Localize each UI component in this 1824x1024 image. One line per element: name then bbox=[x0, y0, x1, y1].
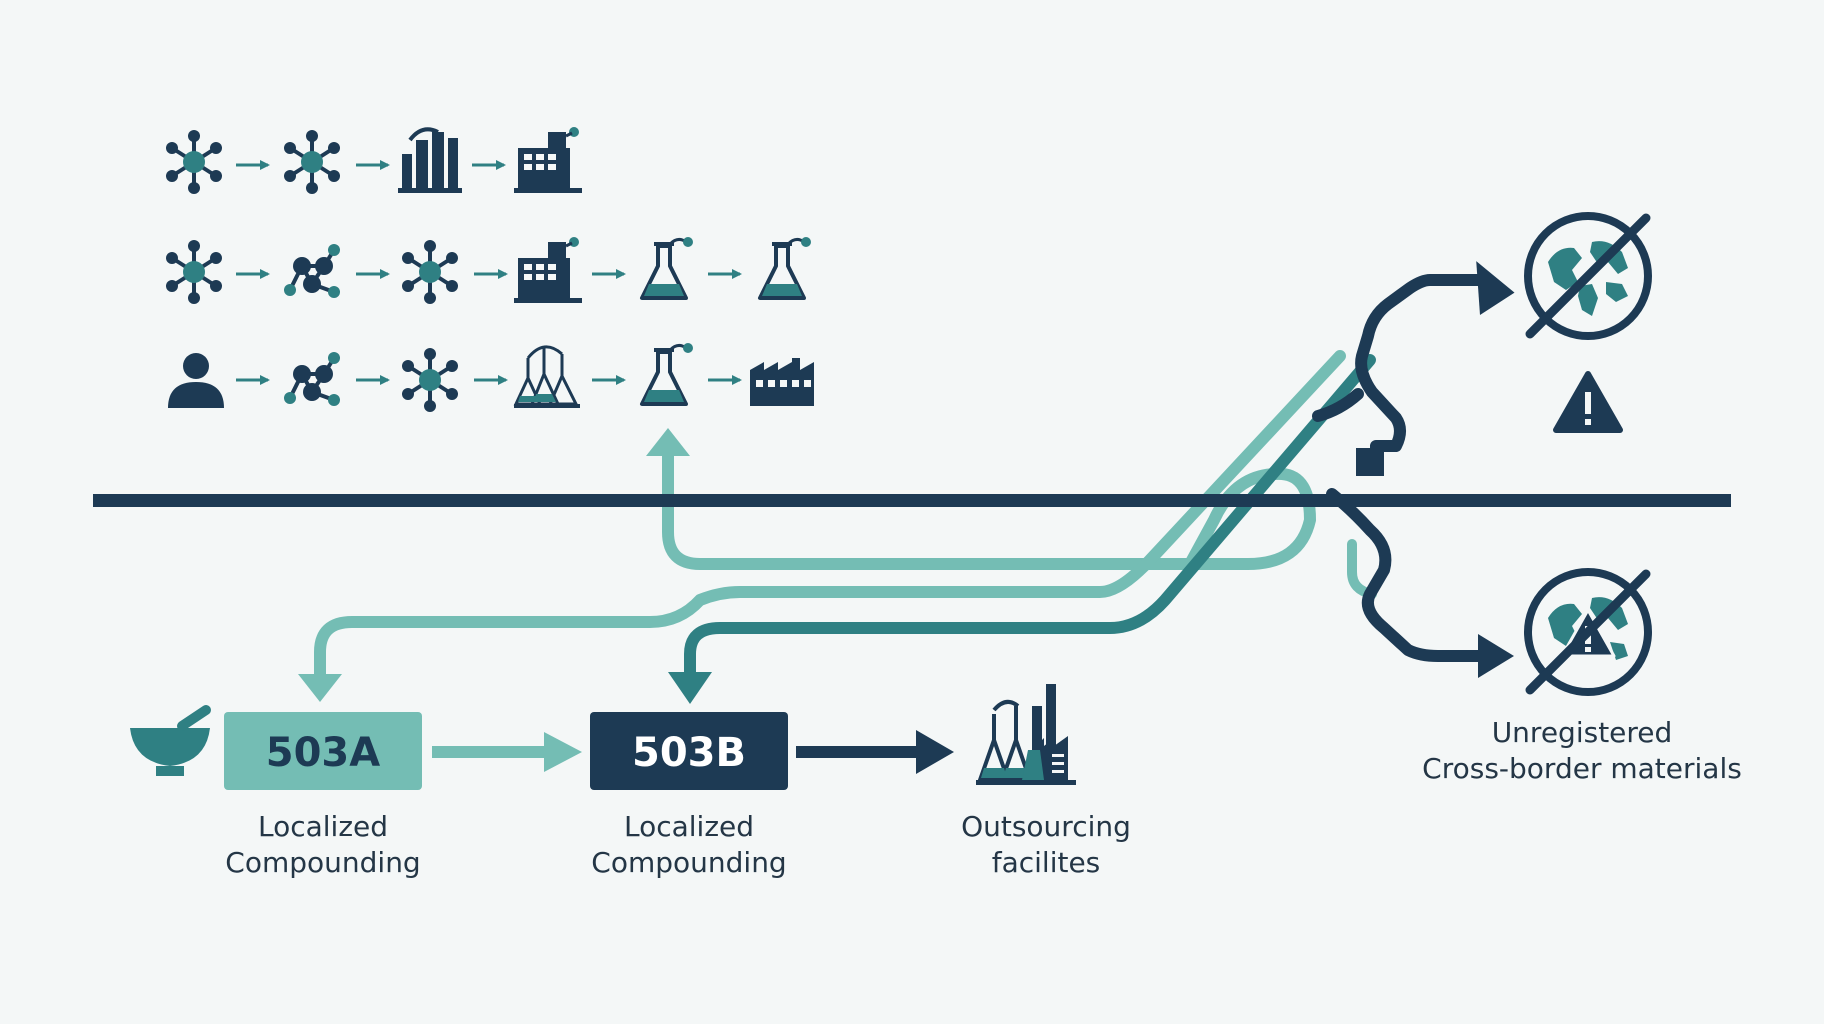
503a-caption-line-1: Localized bbox=[258, 810, 388, 843]
factory-icon bbox=[512, 235, 584, 305]
factory-icon bbox=[750, 358, 814, 406]
outsourcing-caption-line-2: facilites bbox=[992, 846, 1101, 879]
molecule-cluster-icon bbox=[282, 242, 342, 300]
pathway-row-1 bbox=[164, 125, 584, 196]
outsourcing-facility-icon bbox=[976, 684, 1076, 785]
teal-flow-503b bbox=[684, 354, 1376, 682]
lab-flask-icon bbox=[758, 235, 813, 300]
arrowhead-503b-to-outsourcing bbox=[916, 730, 954, 774]
navy-arrowhead-bottom bbox=[1478, 634, 1514, 678]
regulatory-boundary-line bbox=[93, 494, 1731, 507]
navy-arrowhead-top bbox=[1476, 261, 1515, 316]
molecule-icon bbox=[164, 238, 224, 306]
navy-flow-bottom bbox=[1326, 488, 1488, 662]
unregistered-caption-line-1: Unregistered bbox=[1492, 716, 1673, 749]
mint-flow-503a bbox=[314, 350, 1346, 684]
503a-box bbox=[224, 712, 422, 790]
navy-flow-top bbox=[1355, 274, 1488, 470]
mortar-pestle-icon bbox=[130, 705, 211, 776]
globe-prohibited-icon bbox=[1524, 212, 1652, 340]
lab-flask-icon bbox=[640, 341, 695, 406]
mint-flow-up bbox=[662, 442, 1316, 570]
outsourcing-caption-line-1: Outsourcing bbox=[961, 810, 1131, 843]
pathway-row-3 bbox=[168, 341, 814, 414]
person-icon bbox=[168, 353, 224, 408]
503b-label: 503B bbox=[632, 730, 746, 776]
globe-warning-prohibited-icon bbox=[1524, 568, 1652, 696]
navy-flow-top-branch bbox=[1312, 388, 1364, 422]
warning-icon bbox=[1553, 371, 1623, 433]
pathway-row-2 bbox=[164, 235, 813, 306]
503b-box bbox=[590, 712, 788, 790]
arrowhead-503a-to-503b bbox=[544, 732, 582, 772]
503a-caption-line-2: Compounding bbox=[225, 846, 420, 879]
flow-junction bbox=[1356, 448, 1384, 476]
503a-label: 503A bbox=[266, 730, 380, 776]
molecule-icon bbox=[400, 238, 460, 306]
mint-arrowhead-503a bbox=[298, 674, 342, 702]
mint-arrowhead-up bbox=[646, 428, 690, 456]
503b-caption-line-1: Localized bbox=[624, 810, 754, 843]
molecule-icon bbox=[164, 128, 224, 196]
refinery-icon bbox=[396, 127, 464, 195]
lab-glassware-icon bbox=[512, 344, 582, 408]
503b-caption-line-2: Compounding bbox=[591, 846, 786, 879]
molecule-icon bbox=[282, 128, 342, 196]
unregistered-caption-line-2: Cross-border materials bbox=[1422, 752, 1742, 785]
lab-flask-icon bbox=[640, 235, 695, 300]
factory-icon bbox=[512, 125, 584, 195]
teal-arrowhead-503b bbox=[668, 672, 712, 704]
flow-lines bbox=[298, 261, 1515, 704]
molecule-icon bbox=[400, 346, 460, 414]
molecule-cluster-icon bbox=[282, 350, 342, 408]
